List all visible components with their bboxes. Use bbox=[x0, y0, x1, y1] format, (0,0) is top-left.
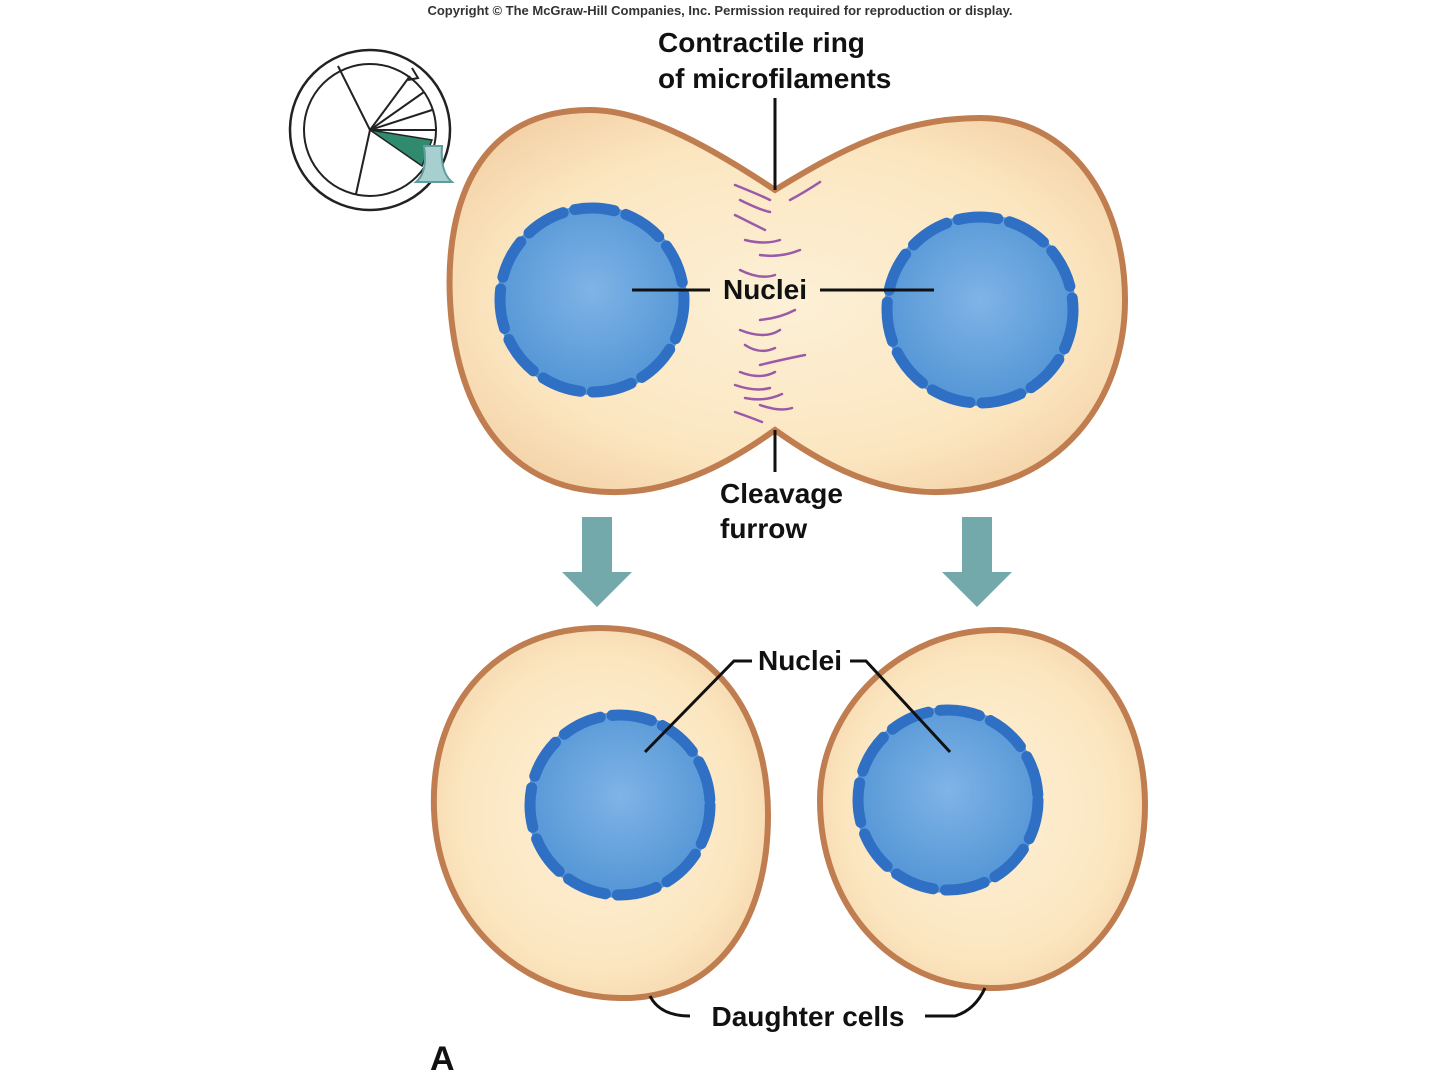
panel-letter: A bbox=[430, 1040, 455, 1078]
daughter-cells-label: Daughter cells bbox=[712, 1001, 905, 1032]
nucleus-top-right bbox=[881, 211, 1079, 409]
contractile-ring-label-line1: Contractile ring bbox=[658, 27, 865, 58]
microfilaments bbox=[733, 180, 822, 424]
leader-lines bbox=[632, 98, 987, 1018]
down-arrow-icon bbox=[942, 517, 1012, 607]
nuclei-top-label: Nuclei bbox=[723, 274, 807, 305]
cell-cycle-wheel-icon bbox=[288, 48, 455, 212]
down-arrow-icon bbox=[562, 517, 632, 607]
nuclei-bottom-label: Nuclei bbox=[758, 645, 842, 676]
copyright-text: Copyright © The McGraw-Hill Companies, I… bbox=[427, 3, 1012, 18]
nucleus-bottom-right bbox=[852, 704, 1044, 896]
nucleus-bottom-left bbox=[524, 709, 716, 901]
cleavage-furrow-label-line2: furrow bbox=[720, 513, 807, 544]
nucleus-top-left bbox=[494, 202, 690, 398]
cleavage-furrow-label-line1: Cleavage bbox=[720, 478, 843, 509]
contractile-ring-label-line2: of microfilaments bbox=[658, 63, 891, 94]
